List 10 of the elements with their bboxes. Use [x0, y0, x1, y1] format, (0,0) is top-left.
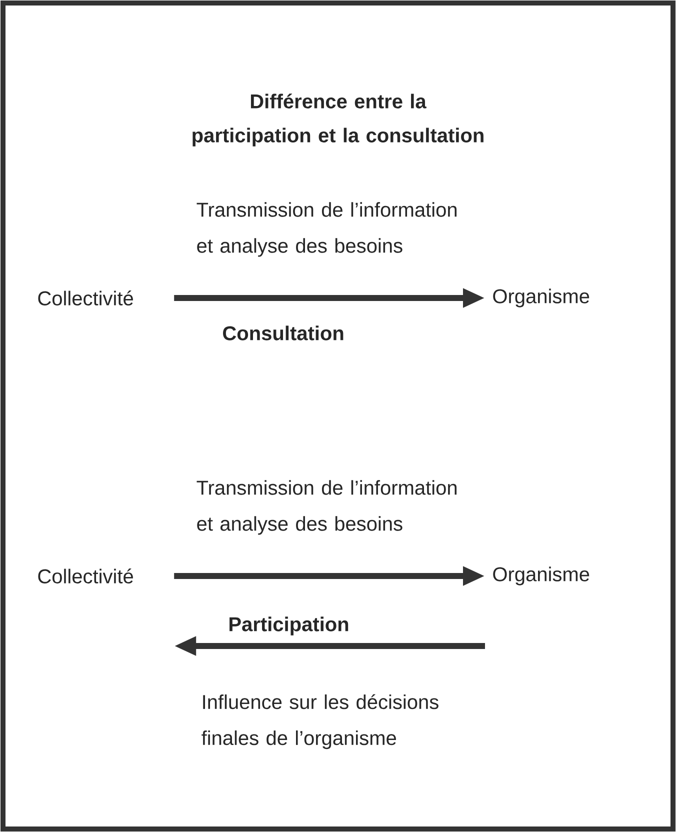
node-label: Collectivité: [38, 568, 133, 584]
mode-label: Consultation: [223, 326, 344, 340]
mode-label: Participation: [230, 616, 348, 636]
edge-label: Transmission de l’information et analyse des besoins: [196, 202, 456, 257]
node-label: Collectivité: [38, 290, 133, 306]
edge-label: Influence sur les décisions finales de l’organisme: [202, 694, 438, 750]
node-label: Organisme: [493, 566, 590, 586]
title: Différence entre la participation et la consultation: [192, 94, 484, 146]
node-label: Organisme: [493, 288, 590, 308]
edge-label: Transmission de l’information et analyse des besoins: [196, 480, 456, 535]
